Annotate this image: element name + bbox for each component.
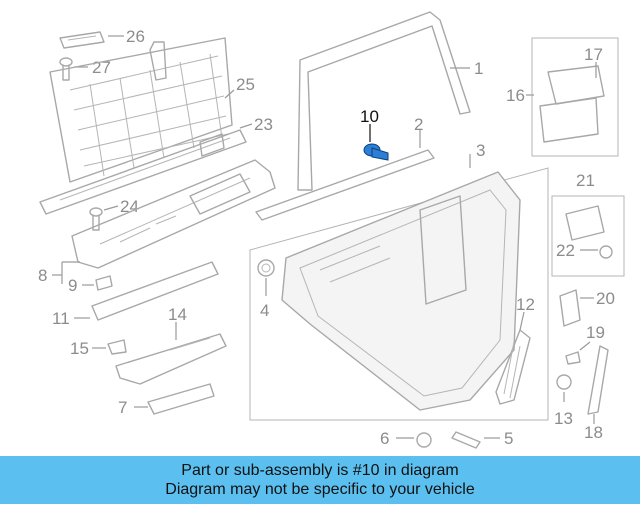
callout-7: 7 [118,398,127,417]
callout-16: 16 [506,86,525,105]
info-banner: Part or sub-assembly is #10 in diagram D… [0,456,640,504]
callout-20: 20 [596,289,615,308]
part-19-clip [565,351,581,365]
part-13-cap [556,374,572,390]
callout-5: 5 [504,429,513,448]
callout-11: 11 [52,309,70,328]
callout-14: 14 [168,305,187,324]
part-24-screw [89,207,103,231]
banner-line-2: Diagram may not be specific to your vehi… [165,481,475,498]
callout-3: 3 [476,141,485,160]
part-14-armrest [115,333,227,385]
callout-12: 12 [516,295,535,314]
part-21-handle [565,205,605,241]
part-3-door-panel [249,167,549,421]
part-9-clip [95,275,113,291]
callout-4: 4 [260,301,269,320]
callout-22: 22 [556,241,575,260]
callout-1: 1 [474,59,483,78]
callout-17: 17 [584,45,603,64]
part-6-clip [416,432,432,448]
part-5-screw [451,431,481,449]
callout-13: 13 [554,409,573,428]
callout-19: 19 [586,323,605,342]
part-10-fastener-highlighted [363,143,389,161]
part-4-clip [257,259,275,277]
part-12-grille [495,329,531,405]
part-20-bracket [559,289,581,327]
part-23-housing [39,129,247,215]
callout-15: 15 [70,339,89,358]
part-25-sunshade [49,37,233,183]
callout-2: 2 [414,115,423,134]
part-15-clip [107,339,127,355]
callout-21: 21 [576,171,595,190]
part-18-trim [587,345,609,415]
part-22-clip [599,245,613,259]
part-1-channel [297,11,471,191]
part-17-switch [539,65,605,143]
banner-line-1: Part or sub-assembly is #10 in diagram [181,462,459,479]
callout-10: 10 [360,107,379,126]
part-8-trim-panel [71,159,276,269]
parts-diagram: 26 27 25 23 24 8 9 [38,11,625,449]
callout-9: 9 [68,276,77,295]
callout-8: 8 [38,266,47,285]
part-27-screw [59,57,73,81]
callout-6: 6 [380,429,389,448]
part-7-trim [147,383,215,415]
part-2-molding [255,149,435,221]
callout-18: 18 [584,423,603,442]
part-26-clip [59,31,105,49]
callout-24: 24 [120,197,139,216]
callout-23: 23 [254,115,273,134]
part-11-trim-strip [91,261,219,321]
callout-26: 26 [126,27,145,46]
callout-25: 25 [236,75,255,94]
